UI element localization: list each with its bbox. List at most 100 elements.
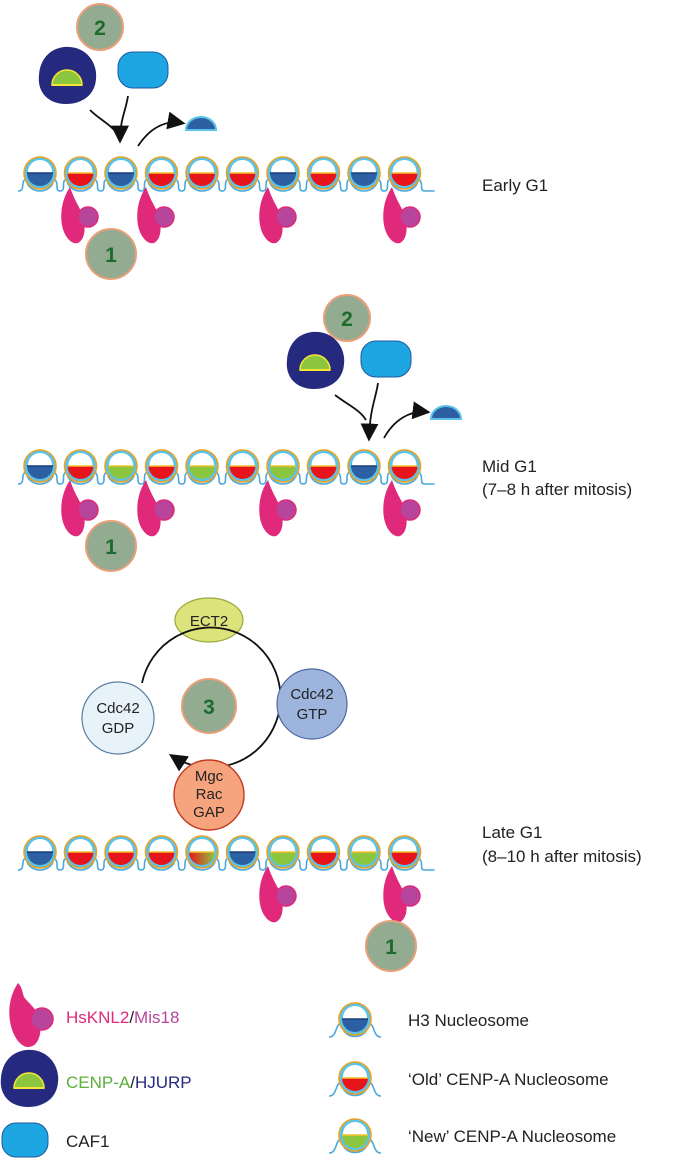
legend-hjurp-text: HJURP <box>135 1073 192 1092</box>
legend-slash: / <box>129 1008 134 1027</box>
hsknl2-mis18-complexes-late <box>259 866 421 923</box>
panel-early-g1: 2 1 Early G1 <box>17 3 548 280</box>
new-nucleosome-swatch <box>338 1118 372 1152</box>
legend-slash: / <box>130 1073 135 1092</box>
hsknl2-icon <box>61 480 85 537</box>
arrow-to-chromatin <box>360 382 379 442</box>
legend-caf1-icon <box>1 1122 49 1158</box>
old-cenpa-nucleosome <box>387 449 422 483</box>
mgcracgap-line2: Rac <box>196 786 223 803</box>
legend-caf1-label: CAF1 <box>66 1132 109 1151</box>
legend-h3-nucleosome-label: H3 Nucleosome <box>408 1011 529 1030</box>
caf1-icon <box>117 51 169 89</box>
hsknl2-mis18-complexes-early <box>61 187 421 244</box>
chromatin-mid-g1 <box>17 449 435 485</box>
h3-nucleosome <box>225 835 260 869</box>
legend-cenpa-hjurp-label: CENP-A/HJURP <box>66 1073 192 1092</box>
step-2-label: 2 <box>94 17 106 40</box>
dna-strand <box>17 178 435 192</box>
mis18-icon <box>153 499 175 521</box>
hsknl2-icon <box>259 866 283 923</box>
legend-hsknl2-text: HsKNL2 <box>66 1008 129 1027</box>
hsknl2-mis18-complex <box>383 866 421 923</box>
hsknl2-icon <box>137 480 161 537</box>
mis18-icon <box>399 885 421 907</box>
old-cenpa-nucleosome <box>387 835 422 869</box>
dna-strand <box>17 471 435 485</box>
step-1-marker-early: 1 <box>85 228 137 280</box>
mis18-icon <box>275 206 297 228</box>
mis18-icon <box>399 206 421 228</box>
step-1-marker-late: 1 <box>365 920 417 972</box>
cdc42-gdp-line1: Cdc42 <box>96 700 139 717</box>
mis18-icon <box>275 885 297 907</box>
hsknl2-icon <box>61 187 85 244</box>
step-1-marker-mid: 1 <box>85 520 137 572</box>
hsknl2-icon <box>259 187 283 244</box>
step-1-label: 1 <box>385 936 397 959</box>
cdc42-gtp-line1: Cdc42 <box>290 686 333 703</box>
old-cenpa-nucleosome <box>144 156 179 190</box>
new-cenpa-nucleosome <box>266 835 300 869</box>
hsknl2-mis18-complex <box>259 866 297 923</box>
ect2-node: ECT2 <box>174 597 244 643</box>
hsknl2-icon <box>383 480 407 537</box>
legend-old-cenpa-nucleosome-label: ‘Old’ CENP-A Nucleosome <box>408 1070 609 1089</box>
old-cenpa-nucleosome <box>63 835 98 869</box>
hsknl2-mis18-complex <box>259 187 297 244</box>
old-cenpa-nucleosome <box>104 835 138 869</box>
arrow-to-chromatin <box>111 95 130 144</box>
step-1-label: 1 <box>105 244 117 267</box>
legend: HsKNL2/Mis18 CENP-A/HJURP CAF1 H3 Nucleo… <box>0 983 616 1158</box>
stage-sublabel-mid-g1: (7–8 h after mitosis) <box>482 480 632 499</box>
mis18-icon <box>153 206 175 228</box>
h3-nucleosome <box>347 449 381 483</box>
mis18-icon <box>399 499 421 521</box>
old-cenpa-nucleosome <box>63 156 98 190</box>
legend-cenpa-text: CENP-A <box>66 1073 131 1092</box>
hsknl2-mis18-complexes-mid <box>61 480 421 537</box>
legend-knl2-mis18-label: HsKNL2/Mis18 <box>66 1008 179 1027</box>
hsknl2-mis18-complex <box>259 480 297 537</box>
step-3-label: 3 <box>203 696 215 719</box>
hsknl2-mis18-complex <box>383 480 421 537</box>
hsknl2-mis18-complex <box>61 187 99 244</box>
chromatin-early-g1 <box>17 156 435 192</box>
step-2-label: 2 <box>341 308 353 331</box>
legend-knl2-mis18-icon <box>9 983 54 1047</box>
arrow-hjurp-branch <box>334 394 367 421</box>
old-cenpa-nucleosome <box>225 156 260 190</box>
legend-cenpa-hjurp-icon <box>0 1049 59 1107</box>
hsknl2-mis18-complex <box>61 480 99 537</box>
stage-sublabel-late-g1: (8–10 h after mitosis) <box>482 847 642 866</box>
h3-nucleosome-swatch <box>338 1002 372 1036</box>
cdc42-gtp-line2: GTP <box>297 706 328 723</box>
new-cenpa-nucleosome <box>347 835 381 869</box>
mis18-icon <box>77 206 99 228</box>
mgcracgap-node: Mgc Rac GAP <box>173 759 245 831</box>
cdc42-gtp-node: Cdc42 GTP <box>276 668 348 740</box>
panel-late-g1: ECT2 3 Cdc42 GDP Cdc42 GTP Mgc Rac GAP <box>17 597 642 972</box>
stage-label-mid-g1: Mid G1 <box>482 457 537 476</box>
old-cenpa-nucleosome <box>306 449 341 483</box>
old-cenpa-nucleosome <box>144 835 179 869</box>
ect2-label: ECT2 <box>190 613 228 630</box>
h3-nucleosome <box>23 835 57 869</box>
cenpa-hjurp-complex-icon <box>38 46 97 104</box>
hsknl2-mis18-complex <box>137 480 175 537</box>
hsknl2-icon <box>383 187 407 244</box>
stage-label-late-g1: Late G1 <box>482 823 543 842</box>
old-cenpa-nucleosome <box>144 449 179 483</box>
step-2-marker-mid: 2 <box>323 294 371 342</box>
new-cenpa-nucleosome <box>266 449 300 483</box>
stage-label-early-g1: Early G1 <box>482 176 548 195</box>
old-cenpa-nucleosome <box>185 156 219 190</box>
chromatin-late-g1 <box>17 835 435 871</box>
hsknl2-icon <box>259 480 283 537</box>
h3-nucleosome <box>23 156 57 190</box>
hsknl2-icon <box>383 866 407 923</box>
released-h3-half-icon <box>184 116 218 131</box>
h3-nucleosome <box>23 449 57 483</box>
cenpa-hjurp-complex-icon <box>286 331 345 389</box>
legend-old-cenpa-nucleosome-icon <box>328 1061 382 1097</box>
